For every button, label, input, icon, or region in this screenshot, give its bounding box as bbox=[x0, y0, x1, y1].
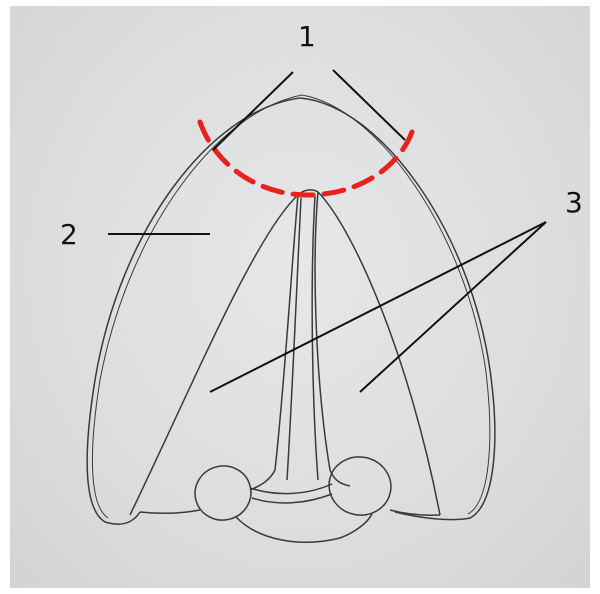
label-2: 2 bbox=[60, 218, 78, 251]
apex-highlight-arc bbox=[200, 122, 415, 195]
label-3: 3 bbox=[565, 186, 583, 219]
leader-1-left bbox=[213, 72, 293, 150]
leader-lines bbox=[108, 70, 546, 392]
label-1: 1 bbox=[298, 20, 316, 53]
right-oval bbox=[324, 451, 397, 521]
left-oval bbox=[189, 460, 257, 527]
base-structures bbox=[140, 451, 440, 542]
outer-lobe bbox=[87, 95, 495, 524]
inner-segments bbox=[130, 190, 440, 515]
